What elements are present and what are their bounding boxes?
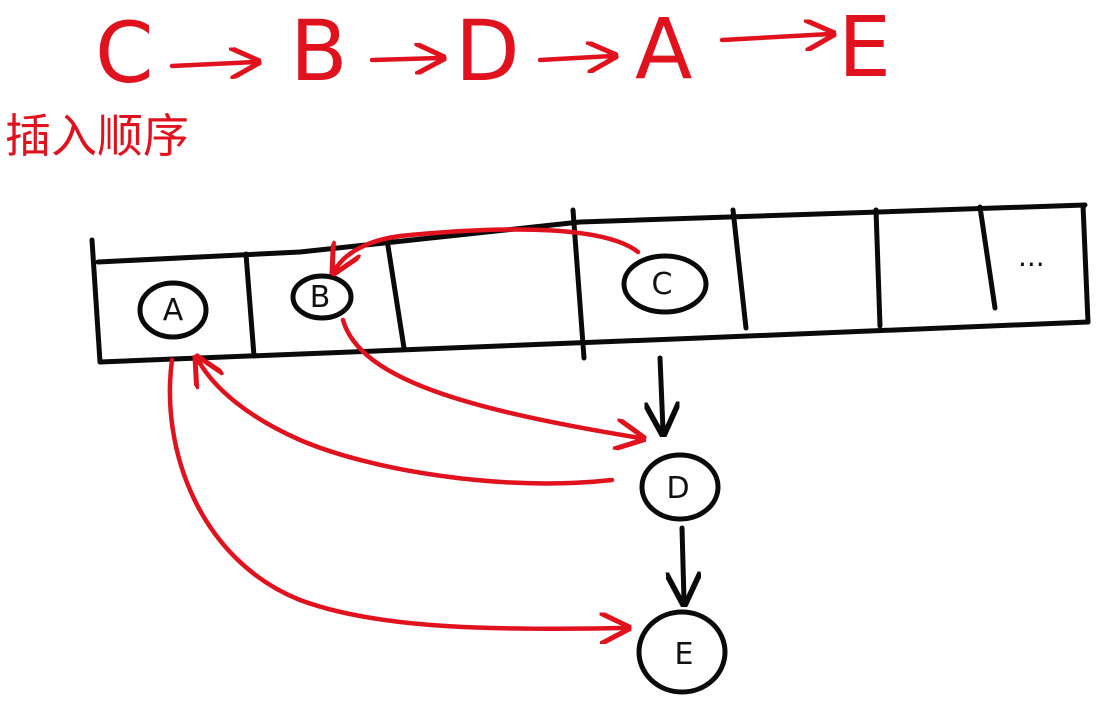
sequence-arrow <box>537 56 612 60</box>
sequence-item-2: B <box>290 2 348 100</box>
node-a-circle <box>137 280 209 340</box>
node-e-circle <box>636 609 728 695</box>
array-top-edge <box>95 202 1088 265</box>
order-arrow-a-to-e <box>167 357 625 629</box>
array-ellipsis: ... <box>1018 240 1045 273</box>
slot-divider <box>977 204 998 311</box>
insertion-sequence: C B D A E <box>95 0 891 102</box>
node-d: D <box>639 452 721 522</box>
array-right-edge <box>1080 202 1091 325</box>
node-b: B <box>290 273 354 321</box>
array-bottom-edge <box>97 319 1091 365</box>
node-c: C <box>621 253 709 315</box>
node-b-circle <box>290 273 354 321</box>
sequence-item-5: E <box>838 0 891 96</box>
chain-arrow-c-to-d <box>660 355 663 430</box>
node-e-label: E <box>675 637 694 672</box>
sequence-arrow <box>719 34 830 40</box>
chain-arrow-d-to-e <box>682 525 684 600</box>
node-b-label: B <box>310 280 331 315</box>
node-e: E <box>636 609 728 695</box>
slot-divider <box>730 207 749 331</box>
order-arrow-b-to-d <box>340 317 640 438</box>
node-c-label: C <box>652 267 673 302</box>
node-d-label: D <box>666 471 689 506</box>
order-arrow-c-to-b <box>335 227 641 270</box>
sequence-item-1: C <box>95 4 154 102</box>
insertion-order-caption: 插入顺序 <box>5 109 189 163</box>
node-a: A <box>137 280 209 340</box>
slot-divider <box>385 243 407 351</box>
node-d-circle <box>639 452 721 522</box>
sequence-item-3: D <box>455 2 520 100</box>
bucket-array: ... <box>89 202 1091 365</box>
sequence-item-4: A <box>635 0 692 98</box>
slot-divider <box>243 251 257 359</box>
node-c-circle <box>621 253 709 315</box>
node-a-label: A <box>163 293 184 328</box>
slot-divider <box>873 207 883 329</box>
array-left-edge <box>89 237 103 365</box>
order-arrow-d-to-a <box>198 360 615 486</box>
sequence-arrow <box>169 62 255 66</box>
sequence-arrow <box>369 58 440 60</box>
